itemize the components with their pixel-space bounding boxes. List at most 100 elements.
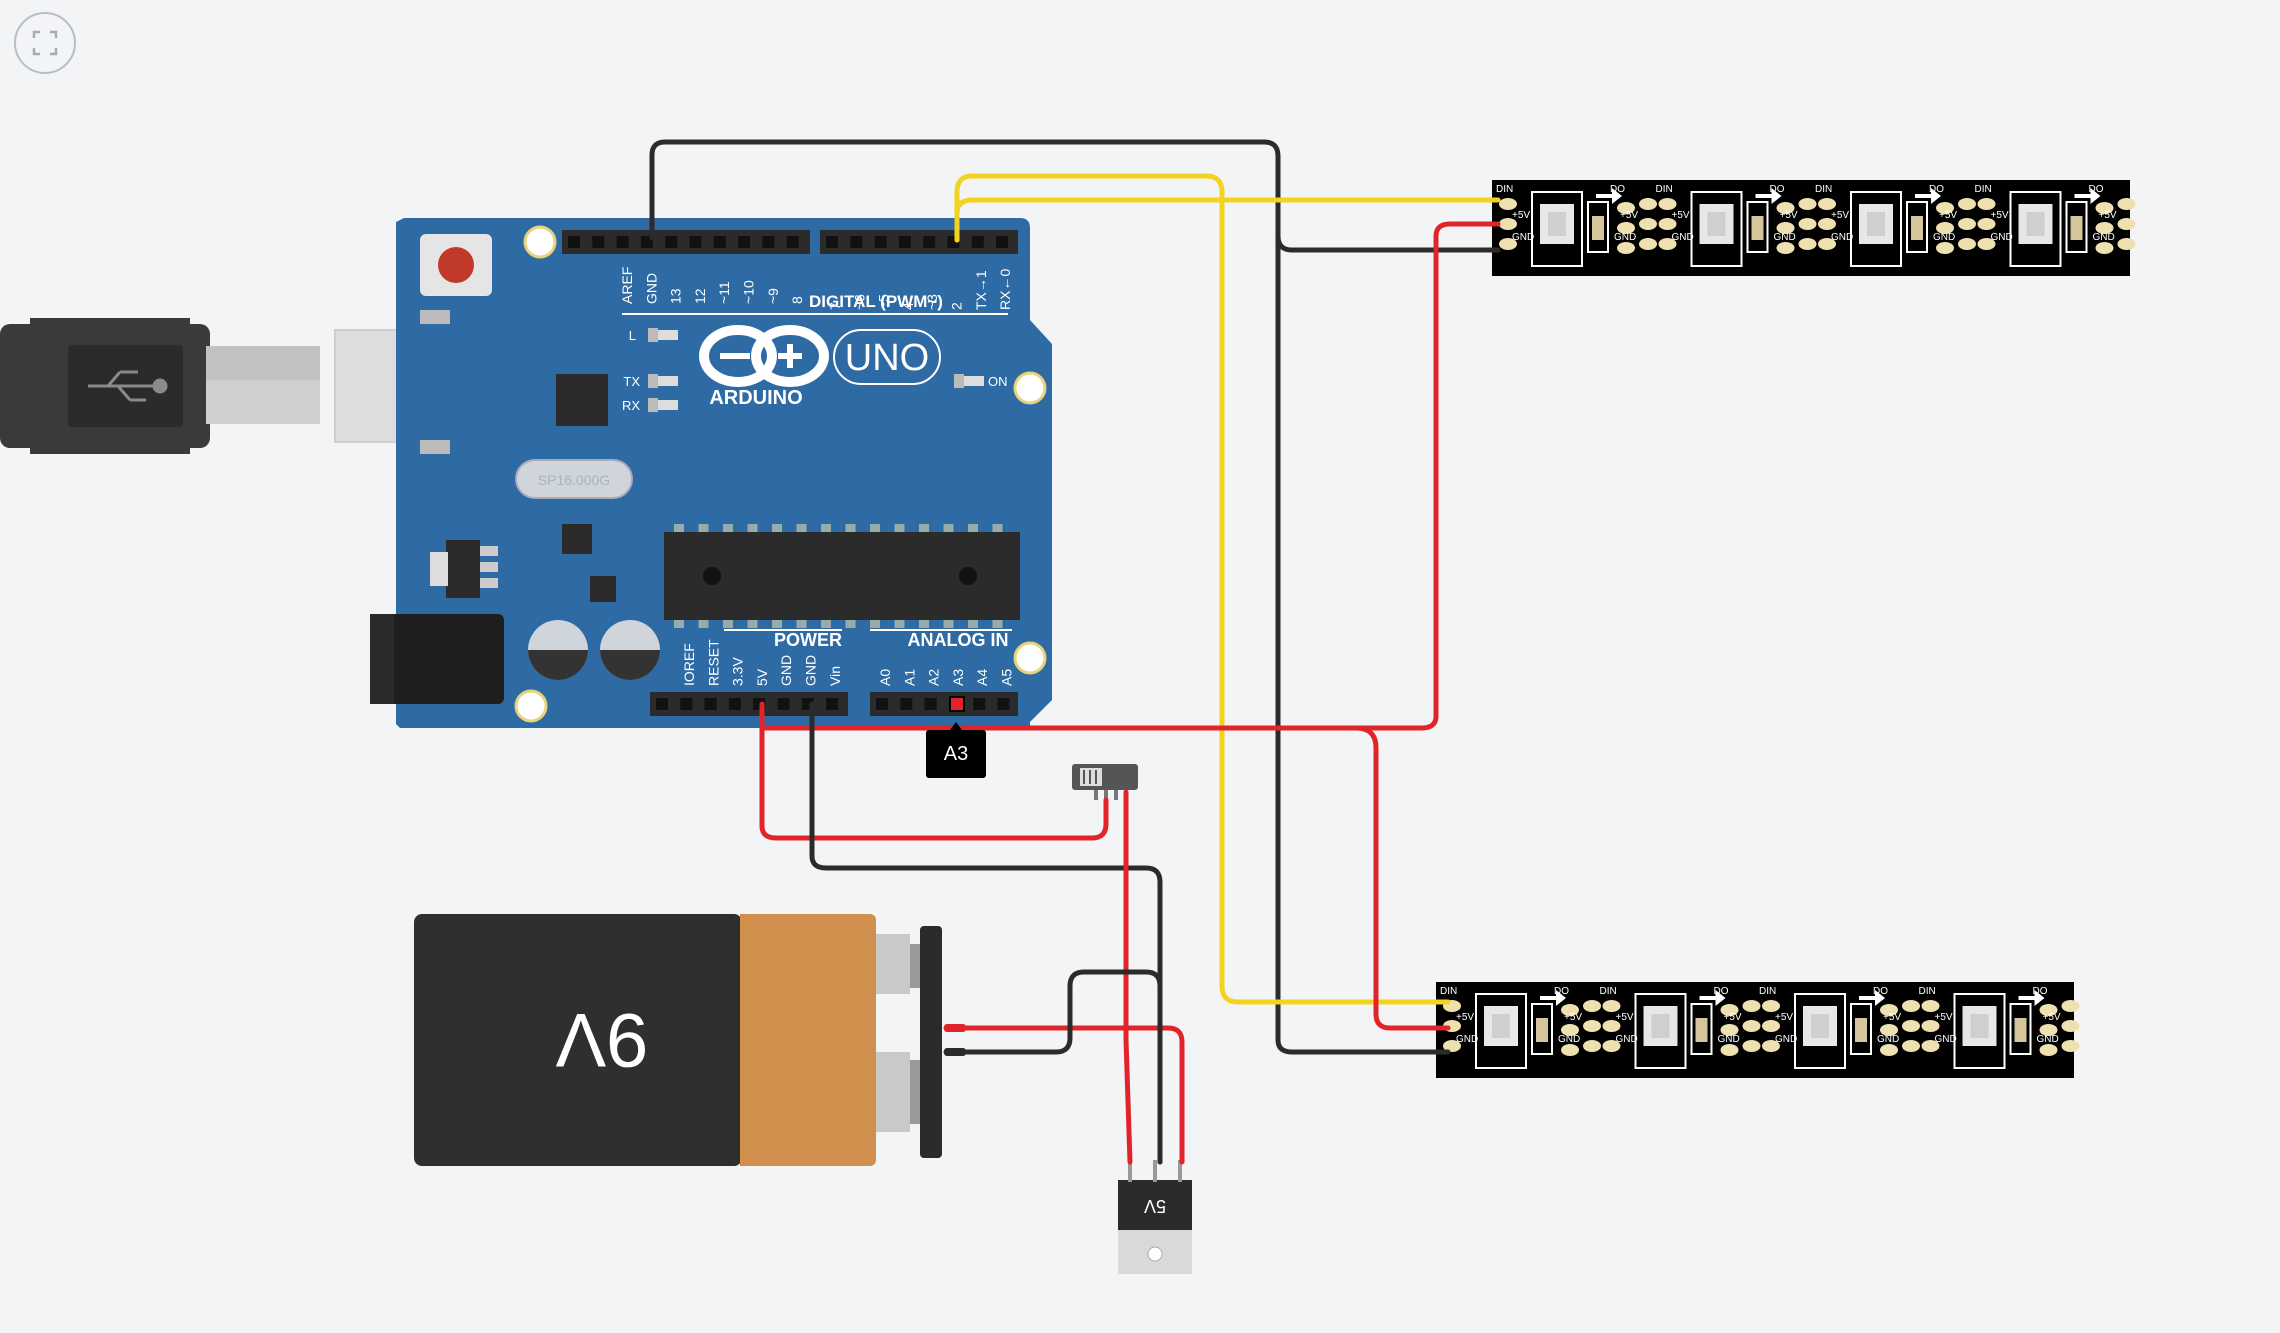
pin-socket[interactable] <box>973 698 986 710</box>
wire-battery-positive[interactable] <box>943 1025 1185 1165</box>
pad-label: +5V <box>1620 210 1638 221</box>
pin-label: ~11 <box>716 281 732 304</box>
pin-socket[interactable] <box>568 236 580 248</box>
pin-socket[interactable] <box>616 236 629 248</box>
power-header <box>650 692 848 716</box>
wire-gnd-to-regulator[interactable] <box>809 701 1163 1165</box>
pin-socket[interactable] <box>786 236 799 248</box>
solder-pad <box>1658 238 1677 250</box>
pin-a3-selected[interactable] <box>949 696 965 712</box>
solder-pad <box>1798 218 1817 230</box>
pin-socket[interactable] <box>826 236 838 248</box>
pad-label: +5V <box>1564 1012 1582 1023</box>
pin-socket[interactable] <box>777 698 790 710</box>
pad-label: +5V <box>1616 1012 1634 1023</box>
direction-arrow-icon <box>2018 990 2045 1006</box>
slide-switch[interactable] <box>1072 764 1138 800</box>
pin-socket[interactable] <box>713 236 726 248</box>
pin-socket[interactable] <box>762 236 775 248</box>
pin-label: RX←0 <box>997 269 1013 310</box>
pin-socket[interactable] <box>728 698 741 710</box>
pin-socket[interactable] <box>996 236 1009 248</box>
solder-pad <box>1602 1000 1621 1012</box>
pad-label: GND <box>1558 1034 1580 1045</box>
led-label-tx: TX <box>623 374 640 389</box>
wire-switch-to-regulator[interactable] <box>1123 789 1133 1165</box>
solder-pad <box>1798 198 1817 210</box>
solder-pad <box>1880 1024 1898 1036</box>
reset-button[interactable] <box>420 234 492 296</box>
pin-socket[interactable] <box>924 698 937 710</box>
pad-label: DIN <box>1815 184 1832 195</box>
pin-socket[interactable] <box>850 236 863 248</box>
pin-label: 2 <box>949 302 965 310</box>
solder-pad <box>1617 222 1635 234</box>
pin-socket[interactable] <box>704 698 717 710</box>
atmega-chip <box>664 524 1020 628</box>
solder-pad <box>1639 218 1657 230</box>
solder-pad <box>2095 222 2114 234</box>
pin-socket[interactable] <box>592 236 605 248</box>
capacitor <box>600 620 660 680</box>
pin-socket[interactable] <box>738 236 751 248</box>
wire-5v-bottom-strip[interactable] <box>1353 725 1451 1031</box>
fit-to-view-button[interactable] <box>14 12 76 74</box>
pin-label: ~9 <box>765 288 781 304</box>
solder-pad <box>1499 198 1517 210</box>
led-label-l: L <box>629 328 636 343</box>
pad-label: +5V <box>1991 210 2009 221</box>
pad-label: GND <box>2037 1034 2059 1045</box>
pin-socket[interactable] <box>680 698 693 710</box>
wire-5v-main[interactable] <box>759 221 1501 731</box>
pin-socket[interactable] <box>898 236 911 248</box>
pin-socket[interactable] <box>923 236 936 248</box>
pin-label: 12 <box>692 288 708 304</box>
wire-gnd-main[interactable] <box>649 139 1451 1055</box>
led-strip-bottom[interactable]: DIN+5VGNDDO+5VGNDDIN+5VGNDDO+5VGNDDIN+5V… <box>1436 982 2080 1078</box>
pin-socket[interactable] <box>689 236 702 248</box>
wire-5v-to-switch[interactable] <box>759 713 1109 841</box>
solder-pad <box>1639 238 1657 250</box>
voltage-regulator-5v[interactable]: 5V <box>1118 1160 1192 1274</box>
pin-socket[interactable] <box>971 236 984 248</box>
pad-label: GND <box>1877 1034 1899 1045</box>
solder-pad <box>1762 1000 1780 1012</box>
pad-label: GND <box>1775 1034 1797 1045</box>
arduino-uno-board[interactable]: SP16.000G ARDUINO <box>370 218 1052 728</box>
solder-pad <box>1880 1044 1898 1056</box>
pin-label: TX→1 <box>973 270 989 310</box>
pin-socket[interactable] <box>900 698 913 710</box>
pin-socket[interactable] <box>874 236 887 248</box>
pad-label: DIN <box>1919 986 1936 997</box>
solder-pad <box>1902 1020 1920 1032</box>
pad-label: GND <box>1831 232 1853 243</box>
battery-9v[interactable]: 9V <box>414 914 942 1166</box>
wire-data-bottom-strip[interactable] <box>954 197 1501 243</box>
led-strip-top[interactable]: DIN+5VGNDDO+5VGNDDIN+5VGNDDO+5VGNDDIN+5V… <box>1492 180 2136 276</box>
pad-label: +5V <box>1831 210 1849 221</box>
pin-label: 5V <box>754 668 770 686</box>
pin-socket[interactable] <box>656 698 668 710</box>
solder-pad <box>1617 202 1635 214</box>
solder-pad <box>2061 1000 2080 1012</box>
pad-label: +5V <box>1672 210 1690 221</box>
pin-socket[interactable] <box>876 698 888 710</box>
power-header-label: POWER <box>774 630 842 650</box>
pin-socket[interactable] <box>826 698 839 710</box>
wire-data-top-strip[interactable] <box>954 173 1451 1005</box>
pin-socket[interactable] <box>997 698 1010 710</box>
pin-label: 13 <box>668 288 684 304</box>
solder-pad <box>1561 1044 1579 1056</box>
solder-pad <box>1936 202 1954 214</box>
wire-gnd-top-strip[interactable] <box>1275 233 1501 253</box>
solder-pad <box>1742 1040 1761 1052</box>
digital-header-right <box>820 230 1018 254</box>
solder-pad <box>1762 1020 1780 1032</box>
pin-socket[interactable] <box>665 236 678 248</box>
solder-pad <box>1561 1024 1579 1036</box>
solder-pad <box>1902 1000 1920 1012</box>
wire-battery-negative[interactable] <box>943 969 1163 1165</box>
